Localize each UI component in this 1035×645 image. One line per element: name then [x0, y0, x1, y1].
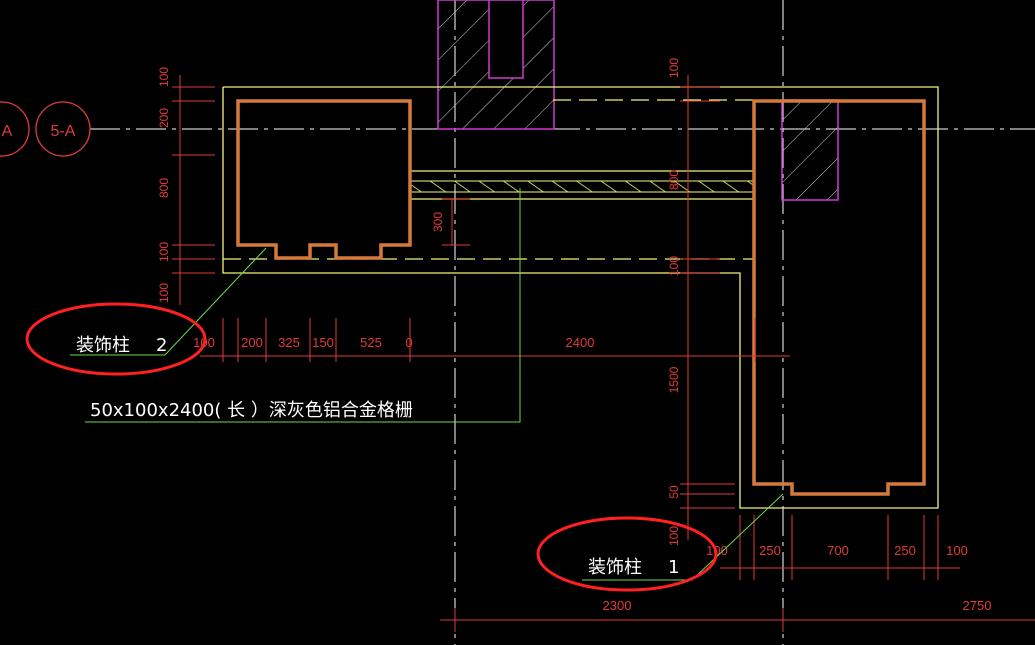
svg-text:100: 100	[667, 256, 681, 276]
svg-text:2: 2	[156, 335, 167, 356]
svg-text:700: 700	[827, 543, 849, 558]
overall-dim-texts: 2300 2750	[603, 598, 992, 613]
svg-text:100: 100	[157, 242, 171, 262]
concrete-wall-top	[437, 0, 555, 130]
svg-text:200: 200	[241, 335, 263, 350]
svg-text:250: 250	[759, 543, 781, 558]
grating-note: 50x100x2400( 长 ）深灰色铝合金格栅	[90, 400, 413, 421]
wall-outline	[222, 86, 939, 509]
highlight-circle-column-1	[536, 516, 718, 592]
svg-text:800: 800	[157, 178, 171, 198]
svg-text:100: 100	[667, 58, 681, 78]
left-vertical-dim-texts: 100 200 800 100 100	[157, 67, 171, 303]
highlight-circle-column-2	[25, 302, 207, 376]
decorative-column-2-outline	[236, 99, 412, 260]
svg-text:1: 1	[668, 557, 679, 578]
svg-text:装饰柱: 装饰柱	[588, 557, 642, 578]
concrete-column-right	[781, 99, 839, 201]
svg-text:1500: 1500	[667, 366, 681, 393]
opening-dim-text: 300	[431, 212, 445, 232]
svg-text:100: 100	[946, 543, 968, 558]
svg-text:100: 100	[667, 526, 681, 546]
svg-text:325: 325	[278, 335, 300, 350]
bottom-right-dim-texts: 100 250 700 250 100	[706, 543, 968, 558]
dimension-lines	[172, 75, 1035, 632]
svg-text:5-A: 5-A	[51, 123, 76, 140]
column-1-annotation: 装饰柱 1	[588, 557, 679, 578]
svg-text:装饰柱: 装饰柱	[76, 335, 130, 356]
svg-text:2300: 2300	[603, 598, 632, 613]
svg-text:100: 100	[157, 67, 171, 87]
column-2-annotation: 装饰柱 2	[76, 335, 167, 356]
svg-text:50: 50	[667, 485, 681, 499]
mid-vertical-dim-texts: 100 800 100 1500 50 100	[667, 58, 681, 546]
svg-text:250: 250	[894, 543, 916, 558]
svg-text:0: 0	[405, 335, 412, 350]
axis-marker-a: A	[0, 101, 30, 157]
decorative-column-1-outline	[752, 99, 926, 496]
svg-text:100: 100	[157, 283, 171, 303]
svg-text:150: 150	[312, 335, 334, 350]
svg-text:2400: 2400	[566, 335, 595, 350]
svg-text:A: A	[2, 123, 13, 140]
svg-text:800: 800	[667, 170, 681, 190]
svg-text:200: 200	[157, 108, 171, 128]
svg-text:525: 525	[360, 335, 382, 350]
top-horizontal-dim-texts: 100 200 325 150 525 0 2400	[193, 335, 594, 350]
aluminum-grating	[409, 180, 756, 193]
svg-text:2750: 2750	[963, 598, 992, 613]
axis-marker-5a: 5-A	[35, 101, 91, 157]
